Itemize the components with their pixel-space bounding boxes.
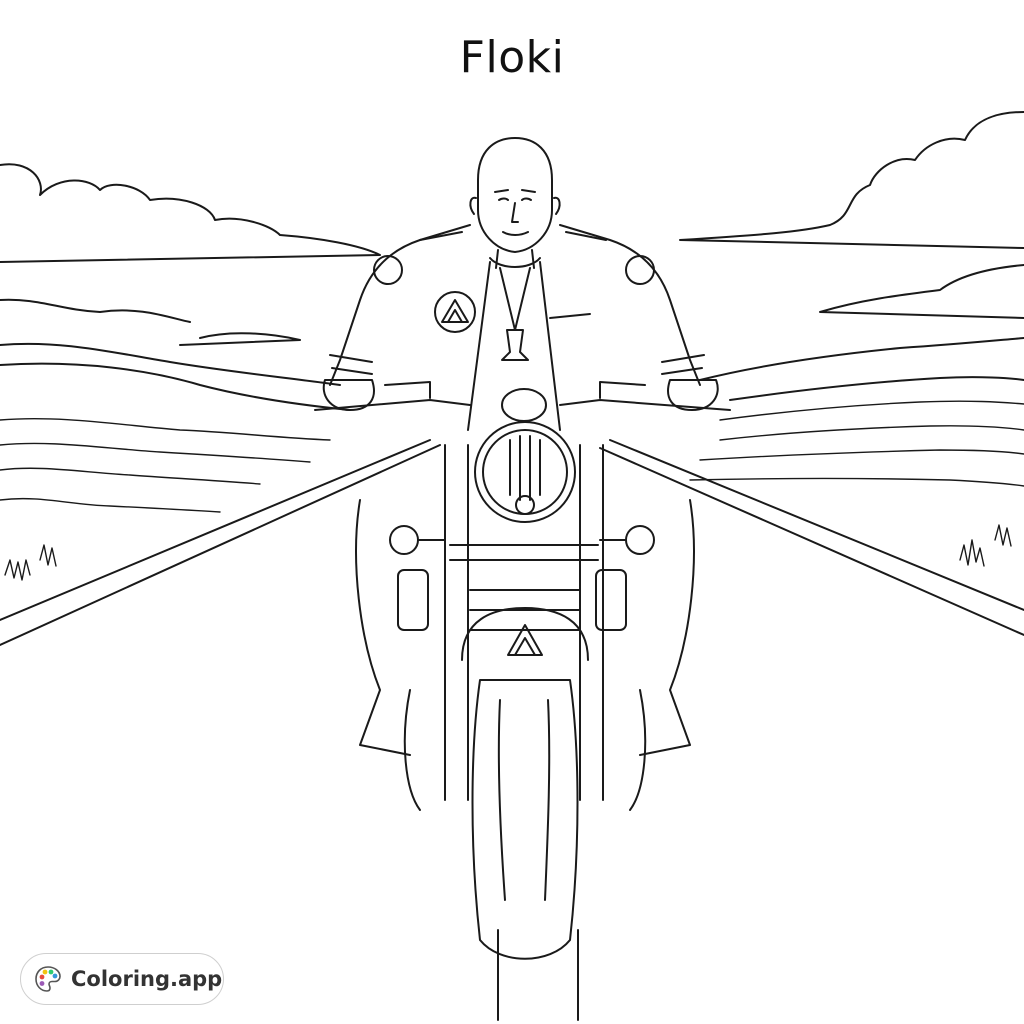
- motorcycle: [355, 388, 695, 960]
- page-title: Floki: [459, 32, 565, 83]
- scrubland-right: [689, 400, 1024, 567]
- rider-jacket: [329, 224, 705, 431]
- palette-icon: [35, 966, 61, 992]
- road: [0, 439, 1024, 1021]
- badge-label: Coloring.app: [71, 967, 223, 991]
- clouds-right: [679, 111, 1024, 319]
- clouds-left: [0, 163, 381, 346]
- hills: [0, 337, 1024, 411]
- scrubland-left: [0, 417, 331, 581]
- rider-head: [469, 137, 561, 269]
- handlebar: [314, 379, 731, 411]
- coloring-app-badge[interactable]: Coloring.app: [20, 953, 224, 1005]
